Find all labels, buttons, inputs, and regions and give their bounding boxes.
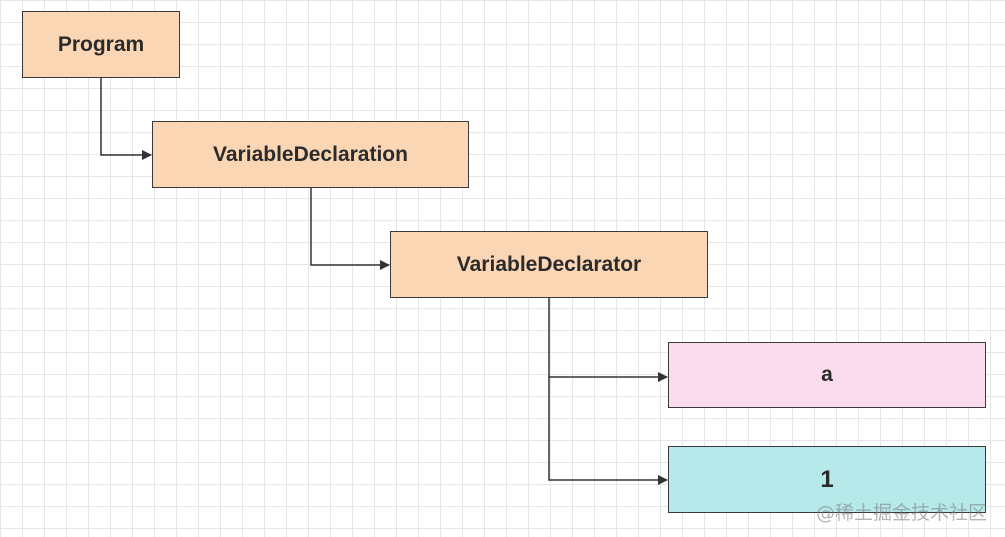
watermark: @稀土掘金技术社区	[815, 502, 987, 524]
node-label: 1	[820, 465, 834, 493]
edge-variable-declaration-to-variable-declarator	[310, 188, 390, 270]
edge-program-to-variable-declaration	[100, 78, 152, 160]
node-variable-declarator: VariableDeclarator	[390, 231, 708, 298]
node-label: VariableDeclaration	[213, 142, 408, 166]
node-variable-declaration: VariableDeclaration	[152, 121, 469, 188]
edge-variable-declarator-to-1	[548, 377, 668, 485]
node-literal-1: 1	[668, 446, 986, 513]
node-label: Program	[57, 32, 145, 56]
node-label: a	[821, 363, 833, 386]
node-program: Program	[22, 11, 180, 78]
node-identifier-a: a	[668, 342, 986, 408]
edge-variable-declarator-to-a	[548, 298, 668, 382]
node-label: VariableDeclarator	[456, 252, 642, 276]
